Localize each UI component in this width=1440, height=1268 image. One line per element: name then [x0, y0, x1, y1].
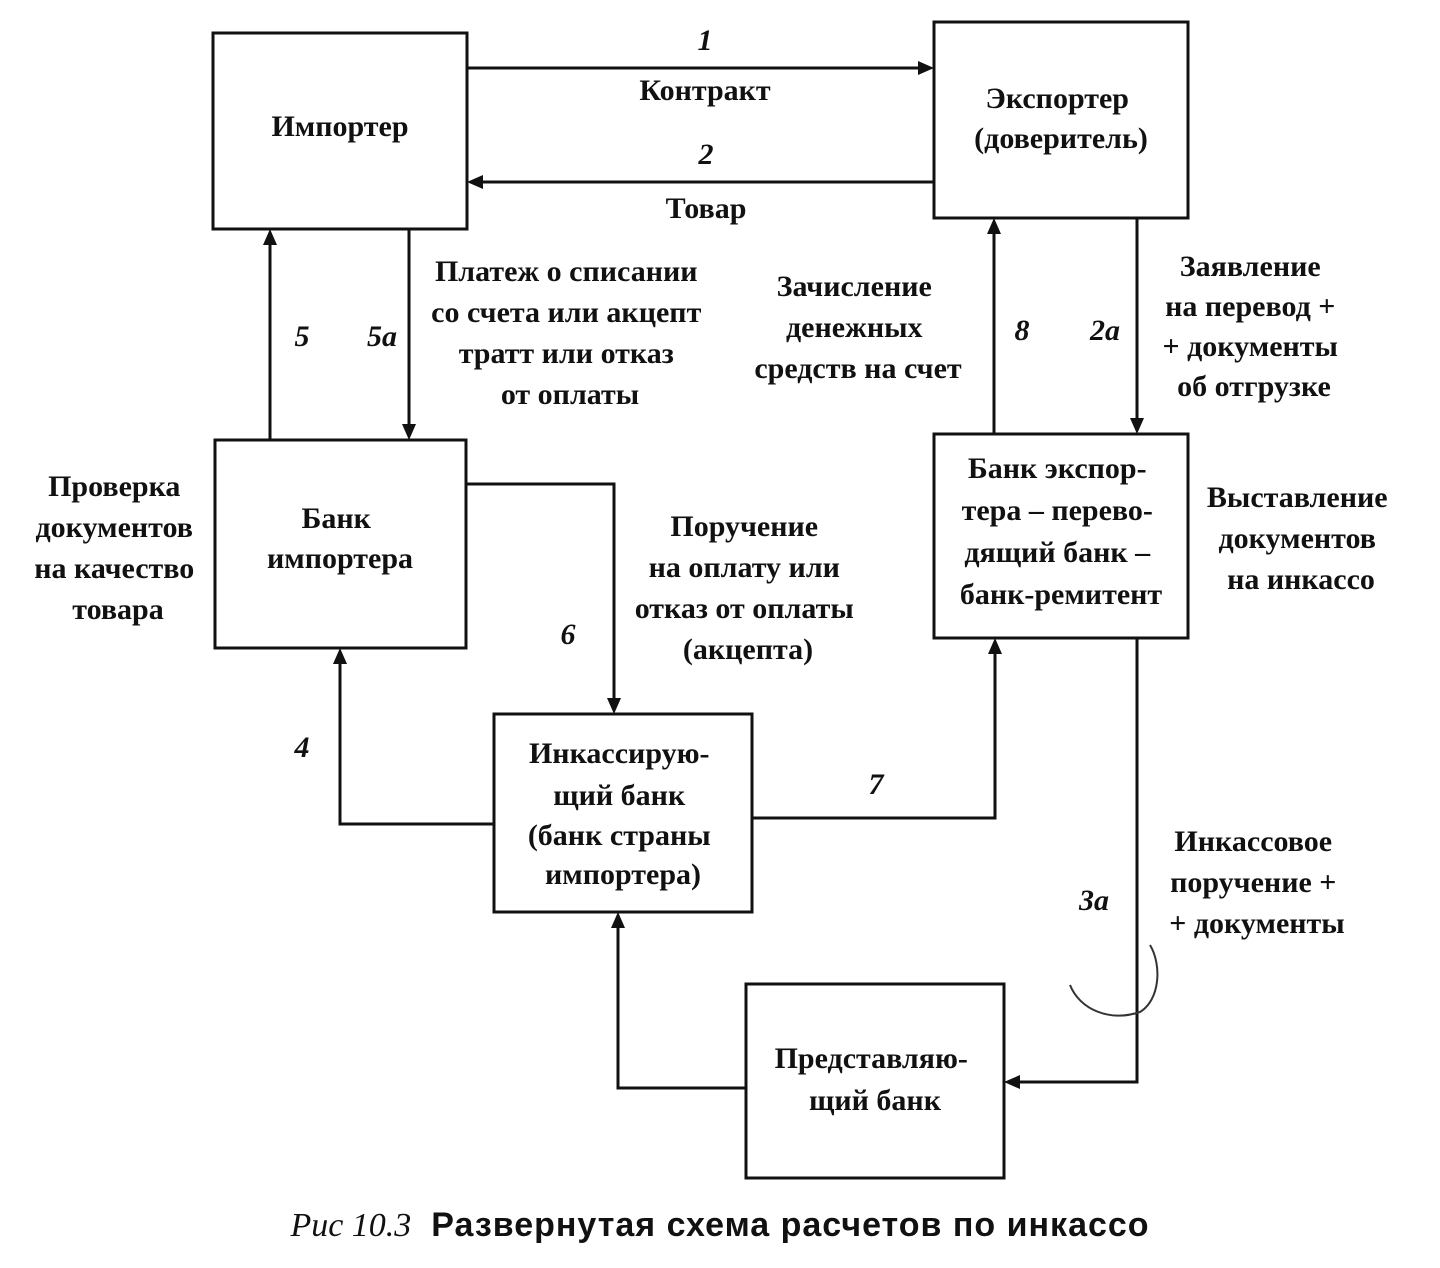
note-documents-presentation: Выставление документов на инкассо — [1207, 481, 1395, 596]
node-importer-bank-label: Банк импортера — [267, 502, 413, 575]
flow-1-number: 1 — [698, 24, 713, 57]
arrow-presenting-to-collecting — [611, 912, 746, 1090]
arrow-5 — [263, 229, 277, 440]
node-collecting-bank-label: Инкассирую- щий банк (банк страны импорт… — [528, 737, 718, 891]
flow-5-number: 5 — [295, 320, 310, 353]
flow-6-label: Поручение на оплату или отказ от оплаты … — [635, 510, 862, 666]
node-importer-bank: Банк импортера — [213, 438, 468, 650]
figure-caption-text: Развернутая схема расчетов по инкассо — [431, 1206, 1149, 1244]
arrow-4 — [333, 648, 494, 826]
flow-8-label: Зачисление денежных средств на счет — [754, 270, 962, 385]
flow-1-label: Контракт — [639, 74, 771, 107]
node-collecting-bank: Инкассирую- щий банк (банк страны импорт… — [492, 712, 754, 914]
arrow-3a-collection-order — [1004, 638, 1139, 1089]
node-exporter: Экспортер (доверитель) — [932, 20, 1190, 220]
flow-7-number: 7 — [869, 768, 885, 801]
handwritten-loop-mark — [1069, 944, 1159, 1017]
note-documents-check: Проверка документов на качество товара — [34, 470, 202, 626]
node-presenting-bank-label: Представляю- щий банк — [775, 1042, 976, 1117]
node-exporter-bank-label: Банк экспор- тера – перево- дящий банк –… — [960, 452, 1163, 611]
arrow-1-contract — [467, 61, 934, 75]
arrow-2a-transfer-application — [1130, 218, 1144, 434]
flow-8-number: 8 — [1015, 314, 1030, 347]
arrow-6-payment-order — [466, 482, 621, 714]
flow-5a-number: 5а — [367, 320, 397, 353]
arrow-5a-payment — [402, 229, 416, 440]
flow-2a-label: Заявление на перевод + + документы об от… — [1163, 250, 1346, 403]
flow-3a-number: 3а — [1078, 884, 1109, 917]
flow-2-number: 2 — [698, 138, 714, 171]
flow-5a-label: Платеж о списании со счета или акцепт тр… — [431, 255, 709, 411]
arrow-2-goods — [467, 175, 934, 189]
node-exporter-label: Экспортер (доверитель) — [974, 82, 1148, 155]
arrow-7 — [752, 638, 1002, 820]
node-presenting-bank: Представляю- щий банк — [744, 982, 1006, 1180]
node-importer: Импортер — [211, 31, 469, 231]
figure-caption-prefix: Рис 10.3 — [289, 1207, 411, 1244]
flow-4-number: 4 — [294, 731, 310, 764]
node-importer-label: Импортер — [271, 110, 408, 143]
figure-caption: Рис 10.3 Развернутая схема расчетов по и… — [289, 1206, 1149, 1244]
flow-6-number: 6 — [561, 618, 576, 651]
flow-2-label: Товар — [666, 192, 747, 225]
arrow-8-crediting — [987, 218, 1001, 434]
flow-2a-number: 2а — [1089, 314, 1120, 347]
node-exporter-bank: Банк экспор- тера – перево- дящий банк –… — [932, 432, 1190, 640]
flow-3a-label: Инкассовое поручение + + документы — [1169, 825, 1344, 940]
